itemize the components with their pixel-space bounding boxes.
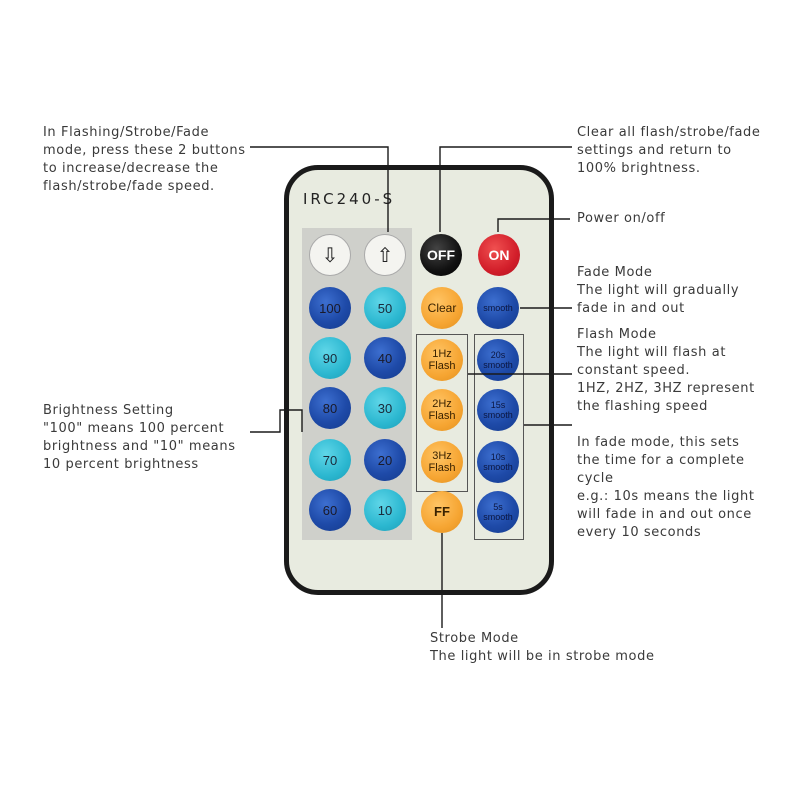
power-annotation: Power on/off: [577, 210, 665, 228]
speed-annotation: In Flashing/Strobe/Fade mode, press thes…: [43, 124, 246, 196]
speed-leader: [250, 147, 388, 232]
clear-annotation: Clear all flash/strobe/fade settings and…: [577, 124, 761, 178]
flash-annotation: Flash Mode The light will flash at const…: [577, 326, 755, 416]
strobe-annotation: Strobe Mode The light will be in strobe …: [430, 630, 655, 666]
brightness-leader: [250, 410, 302, 432]
brightness-annotation: Brightness Setting "100" means 100 perce…: [43, 402, 236, 474]
power-leader: [498, 219, 570, 232]
fade-annotation: Fade Mode The light will gradually fade …: [577, 264, 739, 318]
fade-time-annotation: In fade mode, this sets the time for a c…: [577, 434, 755, 542]
